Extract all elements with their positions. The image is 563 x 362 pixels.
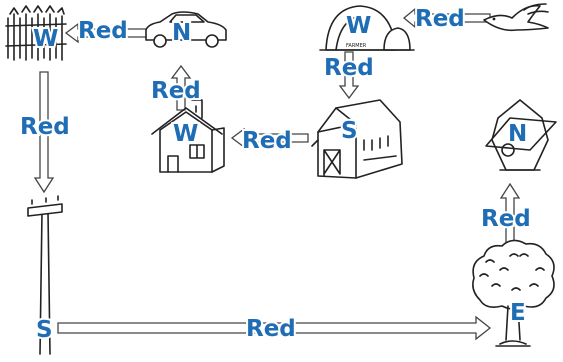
car-icon — [145, 11, 227, 48]
utility-pole-icon — [27, 195, 63, 355]
birdhouse-icon — [485, 99, 557, 171]
edge-label-pole-tree: Red — [246, 316, 296, 342]
node-letter-dome: W — [346, 13, 371, 39]
arrow-bird-to-dome — [402, 7, 491, 29]
arrow-fence-to-pole — [33, 71, 55, 194]
arrow-house-to-car — [170, 64, 192, 111]
node-letter-birdhouse: N — [508, 121, 527, 147]
node-letter-car: N — [172, 20, 191, 46]
barn-icon — [311, 99, 403, 179]
edge-label-tree-birdhouse: Red — [481, 206, 531, 232]
edge-label-fence-pole: Red — [20, 114, 70, 140]
node-letter-house: W — [173, 121, 198, 147]
dome-icon — [319, 5, 415, 51]
dome-sub-text: FARMER — [346, 43, 367, 49]
edge-label-fence-car: Red — [78, 18, 128, 44]
node-letter-pole: S — [36, 317, 53, 343]
edge-label-barn-house: Red — [242, 128, 292, 154]
arrow-dome-to-barn — [338, 51, 360, 100]
arrow-barn-to-house — [230, 127, 309, 149]
edge-label-house-car: Red — [151, 78, 201, 104]
arrow-car-to-fence — [64, 22, 149, 44]
arrow-pole-to-tree — [57, 315, 492, 341]
node-letter-tree: E — [510, 300, 526, 326]
node-letter-fence: W — [33, 26, 58, 52]
house-icon — [151, 99, 225, 173]
edge-label-bird-dome: Red — [415, 6, 465, 32]
tree-icon — [472, 239, 555, 347]
fence-icon — [5, 5, 67, 61]
edge-label-dome-barn: Red — [324, 55, 374, 81]
bird-icon — [483, 3, 549, 32]
node-letter-barn: S — [341, 118, 358, 144]
